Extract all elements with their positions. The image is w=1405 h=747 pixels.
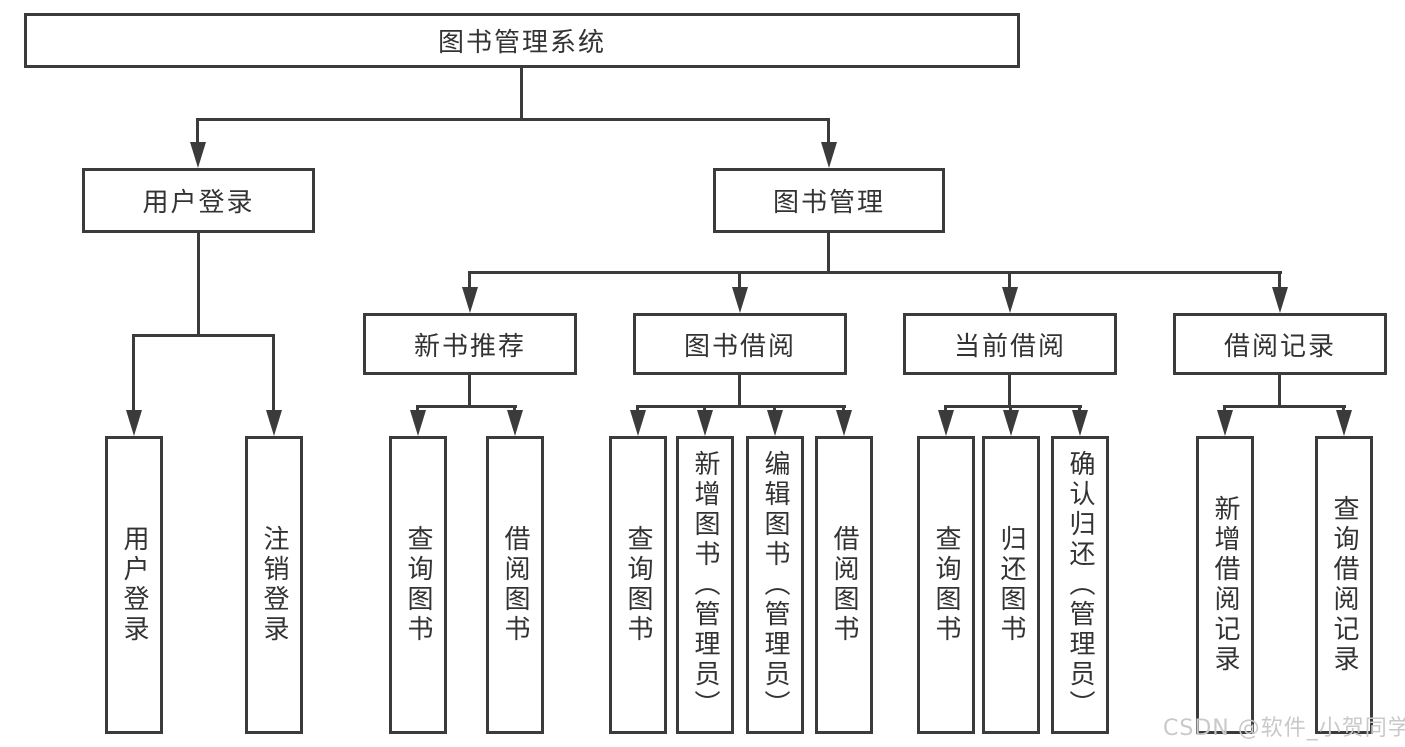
arrowhead [1002,287,1018,313]
leaf-label: 编辑图书（管理员） [760,450,790,720]
connector-line [1278,375,1281,408]
node-label: 图书借阅 [683,331,796,362]
leaf-borrow-books: 借阅图书 [486,436,544,734]
leaf-return-books: 归还图书 [982,436,1040,734]
connector-line [468,271,1282,274]
connector-line [416,405,517,408]
arrowhead [938,410,954,436]
leaf-label: 借阅图书 [500,525,530,645]
node-user-login: 用户登录 [82,168,315,233]
leaf-label: 归还图书 [996,525,1026,645]
leaf-query-books: 查询图书 [609,436,667,734]
connector-line [468,375,471,408]
leaf-borrow-books: 借阅图书 [815,436,873,734]
leaf-edit-book-admin: 编辑图书（管理员） [746,436,804,734]
arrowhead [821,142,837,168]
connector-line [132,337,135,411]
node-book-borrow: 图书借阅 [633,313,847,375]
arrowhead [1217,410,1233,436]
leaf-user-login: 用户登录 [105,436,163,734]
connector-line [738,274,741,290]
connector-line [272,337,275,411]
connector-line [944,405,1082,408]
connector-line [196,121,199,145]
connector-line [520,68,523,121]
node-label: 新书推荐 [413,331,526,362]
connector-line [1278,274,1281,290]
arrowhead [1272,287,1288,313]
connector-line [468,274,471,290]
leaf-confirm-return-admin: 确认归还（管理员） [1051,436,1109,734]
node-label: 图书管理系统 [437,28,606,58]
node-book-management: 图书管理 [713,168,945,233]
leaf-label: 新增图书（管理员） [690,450,720,720]
leaf-label: 查询图书 [931,525,961,645]
leaf-label: 借阅图书 [829,525,859,645]
connector-line [738,375,741,408]
connector-line [196,118,830,121]
arrowhead [190,142,206,168]
arrowhead [630,410,646,436]
arrowhead [767,410,783,436]
leaf-label: 确认归还（管理员） [1065,450,1095,720]
arrowhead [732,287,748,313]
arrowhead [410,410,426,436]
arrowhead [836,410,852,436]
connector-line [636,405,846,408]
node-library-system: 图书管理系统 [24,13,1020,68]
leaf-query-books: 查询图书 [917,436,975,734]
connector-line [197,233,200,337]
leaf-label: 查询图书 [403,525,433,645]
arrowhead [126,410,142,436]
connector-line [1008,274,1011,290]
arrowhead [507,410,523,436]
leaf-add-borrow-record: 新增借阅记录 [1196,436,1254,734]
leaf-query-books: 查询图书 [389,436,447,734]
arrowhead [462,287,478,313]
watermark-text: CSDN @软件_小贺同学 [1163,716,1405,741]
connector-line [132,334,275,337]
node-current-borrow: 当前借阅 [903,313,1117,375]
node-label: 用户登录 [142,188,255,218]
arrowhead [697,410,713,436]
arrowhead [1003,410,1019,436]
connector-line [827,121,830,145]
leaf-label: 注销登录 [259,525,289,645]
node-new-book-recommend: 新书推荐 [363,313,577,375]
node-borrow-records: 借阅记录 [1173,313,1387,375]
leaf-label: 查询借阅记录 [1329,495,1359,675]
node-label: 借阅记录 [1223,331,1336,362]
arrowhead [1072,410,1088,436]
leaf-query-borrow-record: 查询借阅记录 [1315,436,1373,734]
leaf-label: 查询图书 [623,525,653,645]
arrowhead [1336,410,1352,436]
node-label: 当前借阅 [953,331,1066,362]
leaf-add-book-admin: 新增图书（管理员） [676,436,734,734]
node-label: 图书管理 [772,188,885,218]
leaf-label: 用户登录 [119,525,149,645]
connector-line [1223,405,1346,408]
arrowhead [266,410,282,436]
connector-line [1008,375,1011,408]
leaf-label: 新增借阅记录 [1210,495,1240,675]
connector-line [827,233,830,274]
leaf-logout: 注销登录 [245,436,303,734]
